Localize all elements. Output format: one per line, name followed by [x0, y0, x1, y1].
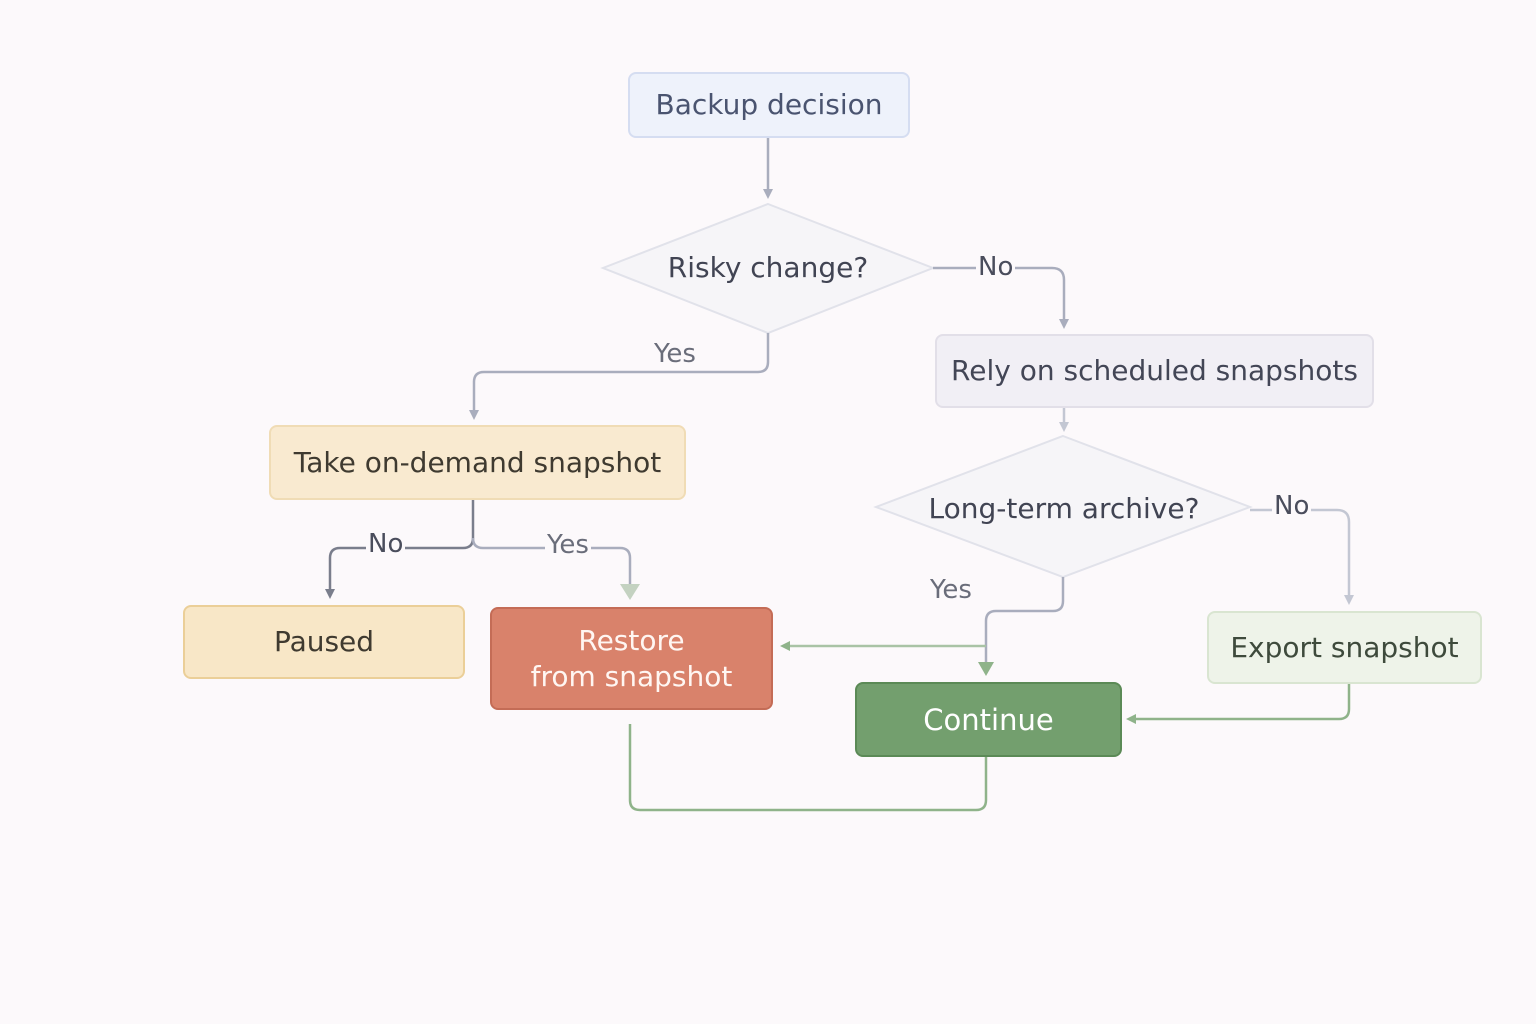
- decision-risky-change-label: Risky change?: [667, 250, 869, 284]
- edge-label-ondemand-no: No: [366, 529, 406, 559]
- node-rely-on-scheduled-snapshots: Rely on scheduled snapshots: [935, 334, 1374, 408]
- edge-archive-yes-arrowhead: [978, 662, 994, 676]
- edge-label-archive-no: No: [1272, 491, 1312, 521]
- edge-ondemand-yes: [471, 537, 632, 594]
- edge-export-to-continue: [1126, 684, 1351, 724]
- edge-ondemand-yes-arrowhead: [620, 584, 640, 600]
- node-export-snapshot: Export snapshot: [1207, 611, 1482, 684]
- edge-risky-yes: [469, 333, 770, 420]
- edge-risky-no: [933, 266, 1069, 329]
- node-take-on-demand-snapshot: Take on-demand snapshot: [269, 425, 686, 500]
- edge-label-ondemand-yes: Yes: [545, 530, 591, 560]
- edge-archive-yes: [984, 577, 1065, 672]
- node-backup-decision: Backup decision: [628, 72, 910, 138]
- node-paused: Paused: [183, 605, 465, 679]
- edge-label-risky-no: No: [976, 252, 1016, 282]
- edge-label-archive-yes: Yes: [928, 575, 974, 605]
- node-continue: Continue: [855, 682, 1122, 757]
- edge-restore-to-continue-loop: [628, 724, 988, 812]
- edge-label-risky-yes: Yes: [652, 339, 698, 369]
- edge-archive-no: [1250, 508, 1354, 605]
- decision-long-term-archive-label: Long-term archive?: [928, 491, 1200, 525]
- node-restore-from-snapshot: Restore from snapshot: [490, 607, 773, 710]
